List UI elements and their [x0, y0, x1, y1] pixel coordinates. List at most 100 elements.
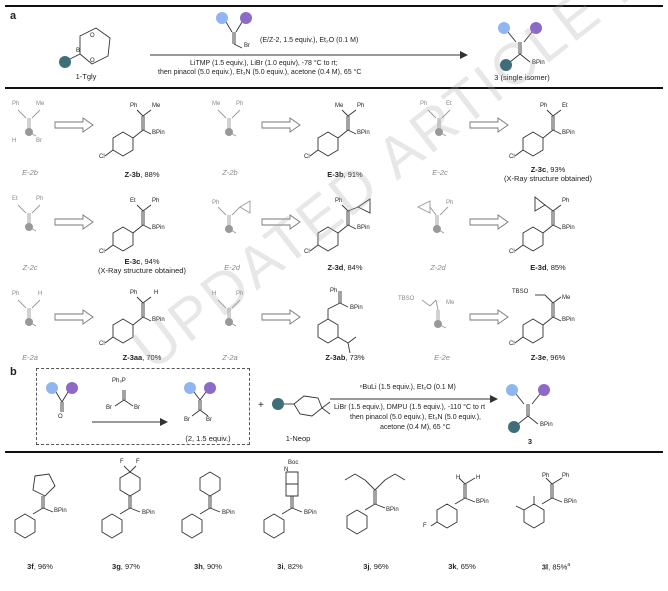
ph-label: Ph [212, 200, 220, 206]
ketone-structure [46, 382, 78, 412]
bpin-label: BPin [562, 225, 575, 231]
bpin-label: BPin [304, 510, 317, 516]
teal-dot [272, 398, 284, 410]
bpin-label: BPin [476, 499, 489, 505]
product-3l [515, 477, 563, 529]
sm-label: Z-2a [222, 353, 238, 362]
me-label: Me [212, 101, 221, 107]
ph-label: Ph [130, 290, 138, 296]
bpin-label: BPin [54, 508, 67, 514]
sm-label: E-2d [224, 263, 240, 272]
sm-z-2c [17, 204, 41, 232]
product-3j [344, 473, 406, 535]
in-situ-box [36, 368, 250, 445]
et-label: Et [130, 198, 136, 204]
conditions-b-3: then pinacol (5.0 equiv.), Et₃N (5.0 equ… [350, 414, 481, 421]
n-label: N [284, 467, 289, 473]
me-label: Me [36, 101, 45, 107]
product-3g [101, 465, 141, 539]
product-3k [430, 477, 476, 529]
me-label: Me [562, 295, 571, 301]
h-label: H [12, 138, 17, 144]
ph-label: Ph [562, 473, 570, 479]
product-z-3e [514, 294, 562, 344]
ph-label: Ph [12, 291, 20, 297]
grey-dot [434, 320, 442, 328]
product-3-b-label: 3 [527, 437, 533, 446]
cl-label: Cl [509, 154, 515, 160]
teal-dot [508, 421, 520, 433]
vinyl-bromide-structure [216, 12, 252, 49]
f-label: F [423, 523, 427, 529]
h-label: H [212, 291, 217, 297]
panel-a-label: a [10, 10, 17, 22]
product-z-3ab [317, 291, 357, 354]
scope-label: 3h, 90% [194, 562, 222, 571]
atom-o: O [90, 33, 95, 39]
rule-below-a [5, 87, 663, 89]
ph-label: Ph [130, 103, 138, 109]
sm-z-2b [217, 109, 241, 137]
product-e-3d [514, 196, 562, 252]
ph-label: Ph [446, 200, 454, 206]
hollow-arrow [54, 214, 94, 230]
cl-label: Cl [304, 249, 310, 255]
product-3-b-structure [506, 384, 550, 433]
grey-dot [225, 128, 233, 136]
grey-dot [435, 128, 443, 136]
conditions-b-2: LiBr (1.5 equiv.), DMPU (1.5 equiv.), -1… [334, 404, 486, 411]
atom-o: O [90, 58, 95, 64]
sm-z-2d [416, 200, 449, 234]
product-label: Z-3ab, 73% [325, 353, 365, 362]
sm-label: E-2b [22, 168, 38, 177]
hollow-arrow [261, 309, 301, 325]
br-label: Br [206, 417, 212, 423]
product-3-label: 3 (single isomer) [494, 73, 550, 82]
bpin-label: BPin [222, 510, 235, 516]
tgly-label: 1-Tgly [75, 72, 97, 81]
tbso-label: TBSO [398, 296, 415, 302]
ph-label: Ph [542, 473, 550, 479]
boc-label: Boc [288, 460, 299, 466]
bpin-label: BPin [564, 499, 577, 505]
product-label: Z-3b, 88% [124, 170, 160, 179]
product-label: Z-3d, 84% [327, 263, 363, 272]
bpin-label: BPin [350, 305, 363, 311]
grey-dot [433, 225, 441, 233]
reaction-arrow-b [330, 395, 498, 403]
hollow-arrow [469, 117, 509, 133]
bpin-label: BPin [357, 225, 370, 231]
xray-note: (X-Ray structure obtained) [98, 266, 186, 275]
ph-label: Ph [236, 101, 244, 107]
neop-structure [272, 395, 331, 417]
sm-label: E-2a [22, 353, 38, 362]
product-3h [181, 471, 221, 539]
tgly-structure [59, 27, 111, 68]
scope-label: 3l, 85%a [541, 562, 571, 572]
rule-below-b [5, 451, 663, 453]
bpin-label: BPin [386, 507, 399, 513]
blue-dot [46, 382, 58, 394]
bpin-label: BPin [562, 130, 575, 136]
ph-label: Ph [152, 198, 160, 204]
purple-dot [204, 382, 216, 394]
ph-label: Ph [335, 198, 343, 204]
et-label: Et [562, 103, 568, 109]
atom-b: B [76, 48, 81, 54]
xray-note: (X-Ray structure obtained) [504, 174, 592, 183]
h-label: H [476, 475, 481, 481]
conditions-b-1: ⁿBuLi (1.5 equiv.), Et₂O (0.1 M) [360, 384, 456, 391]
sm-label: E-2c [432, 168, 448, 177]
product-z-3aa [104, 296, 152, 344]
br-label: Br [106, 405, 112, 411]
sm-label: Z-2b [222, 168, 238, 177]
teal-dot [59, 56, 71, 68]
hollow-arrow [261, 214, 301, 230]
atom-br: Br [244, 43, 250, 49]
bpin-label: BPin [142, 510, 155, 516]
sm-e-2d [217, 200, 251, 234]
bpin-label: BPin [540, 422, 553, 428]
plus-sign: + [258, 400, 264, 411]
product-label: E-3d, 85% [530, 263, 566, 272]
cl-label: Cl [509, 341, 515, 347]
